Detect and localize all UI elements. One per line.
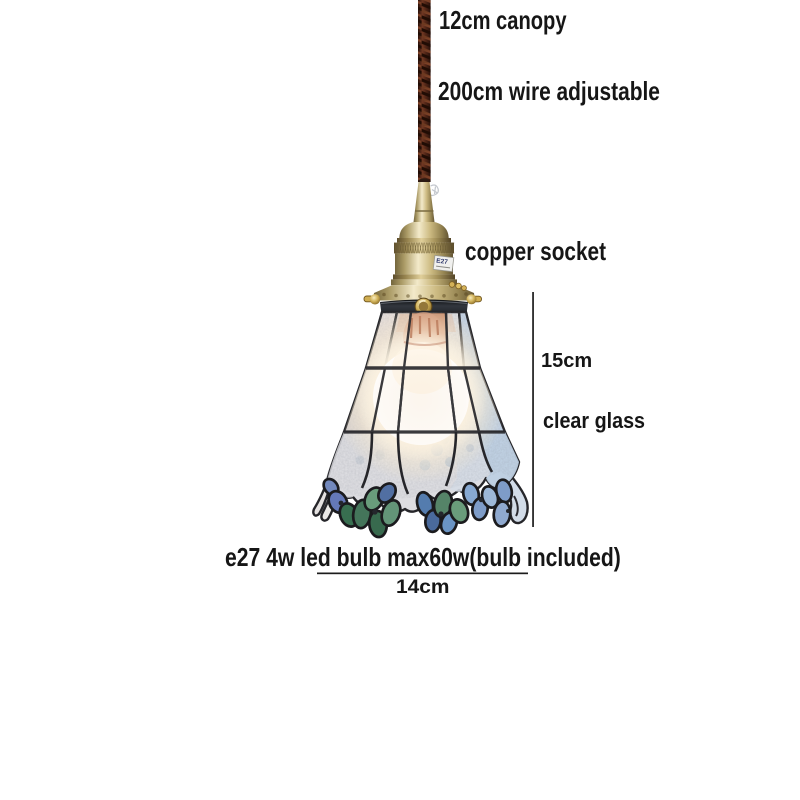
svg-text:E27: E27 xyxy=(436,258,449,266)
